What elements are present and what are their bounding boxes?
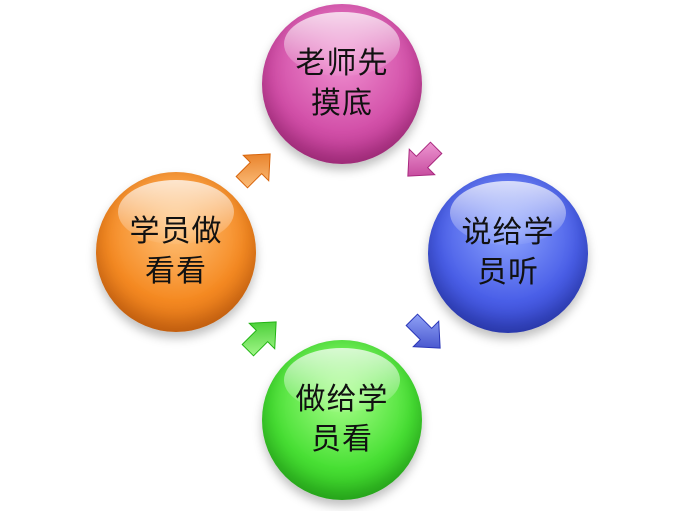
node-label: 学员做看看: [129, 214, 223, 289]
arrow-up-left-icon: [240, 314, 284, 358]
node-label: 说给学员听: [461, 215, 555, 290]
node-trainees-try: 学员做看看: [96, 172, 256, 332]
node-teacher-assess: 老师先摸底: [262, 4, 422, 164]
node-explain-to-trainees: 说给学员听: [428, 173, 588, 333]
node-demonstrate-to-trainees: 做给学员看: [262, 340, 422, 500]
node-label: 做给学员看: [295, 382, 389, 457]
arrow-down-right-icon: [400, 140, 444, 184]
node-label: 老师先摸底: [295, 46, 389, 121]
arrow-up-right-icon: [234, 146, 278, 190]
arrow-down-left-icon: [404, 312, 448, 356]
